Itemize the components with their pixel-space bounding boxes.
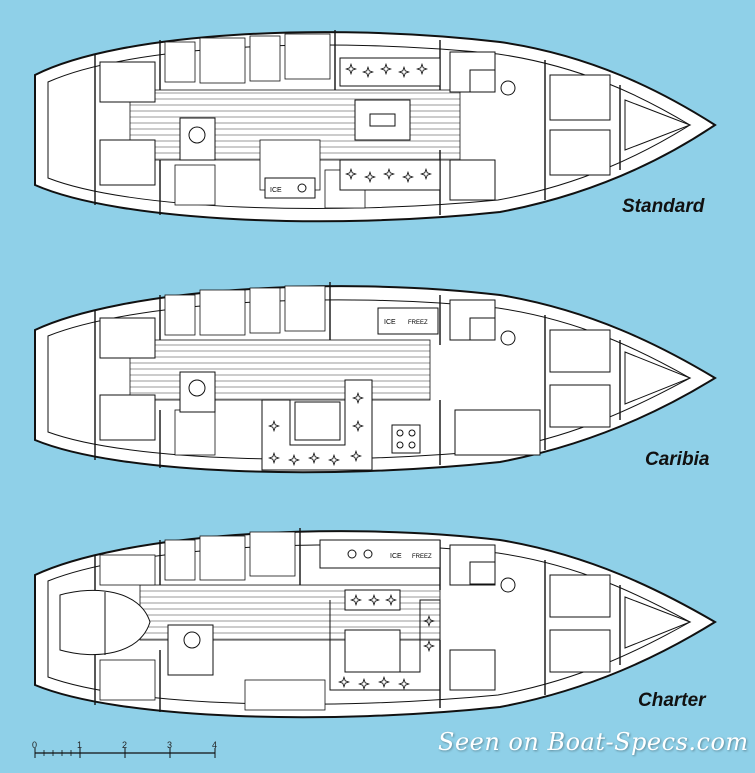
- layout-label-standard: Standard: [622, 196, 705, 217]
- freezer-label: FREEZ: [412, 554, 432, 560]
- hull-plan-charter: ICE FREEZ: [34, 528, 717, 719]
- scale-tick-label: 2: [122, 740, 128, 750]
- scale-bar: [34, 748, 216, 758]
- scale-tick-label: 1: [77, 740, 83, 750]
- scale-tick-label: 4: [212, 740, 218, 750]
- hull-plan-standard: ICE: [34, 30, 717, 223]
- ice-box-label: ICE: [270, 187, 282, 194]
- hull-plan-caribia: ICE FREEZ: [34, 282, 717, 474]
- freezer-label: FREEZ: [408, 320, 428, 326]
- ice-box-label: ICE: [390, 553, 402, 560]
- scale-tick-label: 3: [167, 740, 173, 750]
- ice-box-label: ICE: [384, 319, 396, 326]
- layout-label-charter: Charter: [638, 690, 706, 711]
- scale-tick-label: 0: [32, 740, 38, 750]
- layout-label-caribia: Caribia: [645, 449, 710, 470]
- watermark: Seen on Boat-Specs.com: [438, 728, 749, 756]
